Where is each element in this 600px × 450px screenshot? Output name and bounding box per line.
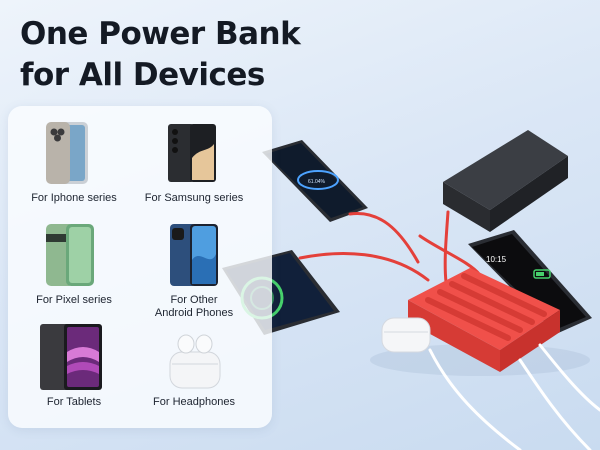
white-cables: [428, 343, 600, 450]
power-bank-image: [408, 268, 560, 372]
device-label-samsung: For Samsung series: [144, 192, 244, 204]
device-tablet: For Tablets: [8, 322, 140, 409]
phone-right-image: 10:15: [468, 230, 592, 334]
device-compatibility-panel: For Iphone series For Samsung series For…: [8, 106, 272, 428]
phone-top-screen-text: 61.04%: [308, 179, 326, 185]
device-samsung: For Samsung series: [128, 118, 260, 205]
pixel-phone-icon: [8, 220, 140, 290]
device-label-iphone: For Iphone series: [31, 192, 117, 204]
android-phone-icon: [128, 220, 260, 290]
device-label-tablet: For Tablets: [46, 396, 102, 408]
headline: One Power Bank for All Devices: [20, 14, 301, 96]
device-pixel: For Pixel series: [8, 220, 140, 307]
headline-line2: for All Devices: [20, 57, 265, 93]
tablet-icon: [8, 322, 140, 392]
headline-line1: One Power Bank: [20, 16, 301, 52]
device-iphone: For Iphone series: [8, 118, 140, 205]
device-headphones: For Headphones: [128, 322, 260, 409]
samsung-phone-icon: [128, 118, 260, 188]
earbuds-case-image: [381, 317, 431, 353]
iphone-icon: [8, 118, 140, 188]
charging-cables: [298, 210, 482, 284]
bluetooth-speaker-image: [443, 130, 568, 232]
device-label-headphones: For Headphones: [153, 396, 235, 408]
phone-top-image: 61.04%: [262, 140, 368, 222]
device-label-pixel: For Pixel series: [36, 294, 112, 306]
device-android: For Other Android Phones: [128, 220, 260, 320]
device-label-android: For Other Android Phones: [154, 294, 234, 319]
earbuds-icon: [128, 322, 260, 392]
phone-right-screen-time: 10:15: [486, 255, 507, 264]
